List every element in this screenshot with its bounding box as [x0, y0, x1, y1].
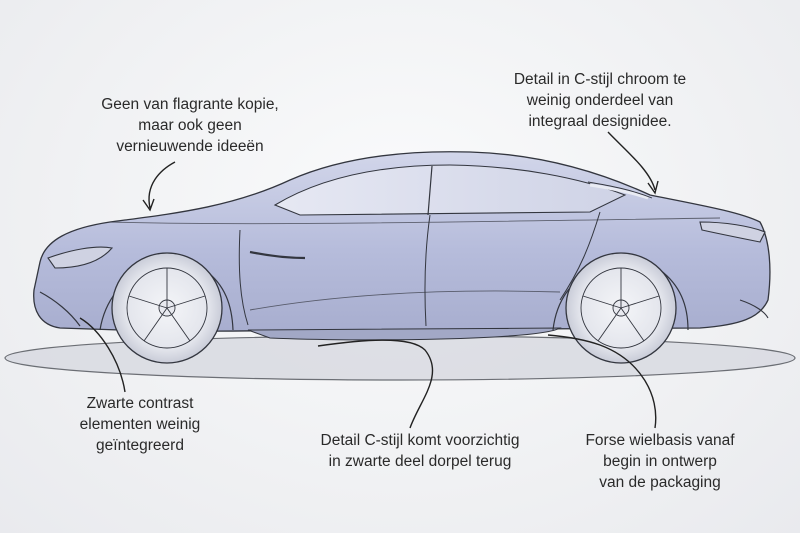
- note-line: Detail in C-stijl chroom te: [513, 71, 687, 88]
- front-intake: [39, 291, 81, 327]
- taillight: [699, 221, 766, 243]
- rear-wheel: [565, 252, 677, 364]
- note-black-contrast: Zwarte contrast elementen weinig geïnteg…: [55, 393, 225, 456]
- note-line: weinig onderdeel van: [526, 92, 674, 109]
- sill: [247, 327, 562, 341]
- note-line: maar ook geen: [138, 117, 242, 134]
- front-wheel: [111, 252, 223, 364]
- lower-swage-line: [249, 290, 561, 311]
- leader-line-black-contrast: [79, 317, 126, 393]
- door-handle: [249, 250, 306, 260]
- note-line: van de packaging: [599, 474, 721, 491]
- note-generic-design: Geen van flagrante kopie, maar ook geen …: [70, 94, 310, 157]
- leader-line-sill-detail: [317, 339, 434, 429]
- door-line-middle: [424, 214, 431, 327]
- note-line: in zwarte deel dorpel terug: [328, 453, 512, 470]
- note-line: vernieuwende ideeën: [116, 138, 264, 155]
- note-line: Detail C-stijl komt voorzichtig: [320, 432, 520, 449]
- note-line: begin in ontwerp: [603, 453, 717, 470]
- door-line-front: [238, 229, 249, 326]
- shoulder-line: [109, 217, 721, 225]
- note-line: geïntegreerd: [96, 437, 184, 454]
- b-pillar: [427, 165, 433, 216]
- note-line: elementen weinig: [79, 416, 201, 433]
- leader-line-wheelbase: [547, 334, 657, 429]
- leader-line-c-pillar-chrome: [607, 131, 659, 195]
- rear-diffuser: [739, 299, 769, 319]
- leader-line-generic-design: [142, 161, 176, 212]
- note-wheelbase: Forse wielbasis vanaf begin in ontwerp v…: [560, 430, 760, 493]
- headlight: [47, 246, 114, 269]
- note-line: Forse wielbasis vanaf: [585, 432, 735, 449]
- door-line-rear: [559, 211, 601, 301]
- note-line: Geen van flagrante kopie,: [101, 96, 279, 113]
- c-pillar-chrome: [589, 183, 649, 200]
- c-pillar-chrome-outline: [587, 181, 653, 199]
- note-sill-detail: Detail C-stijl komt voorzichtig in zwart…: [300, 430, 540, 472]
- note-line: integraal designidee.: [528, 113, 672, 130]
- note-c-pillar-chrome: Detail in C-stijl chroom te weinig onder…: [480, 69, 720, 132]
- note-line: Zwarte contrast: [86, 395, 194, 412]
